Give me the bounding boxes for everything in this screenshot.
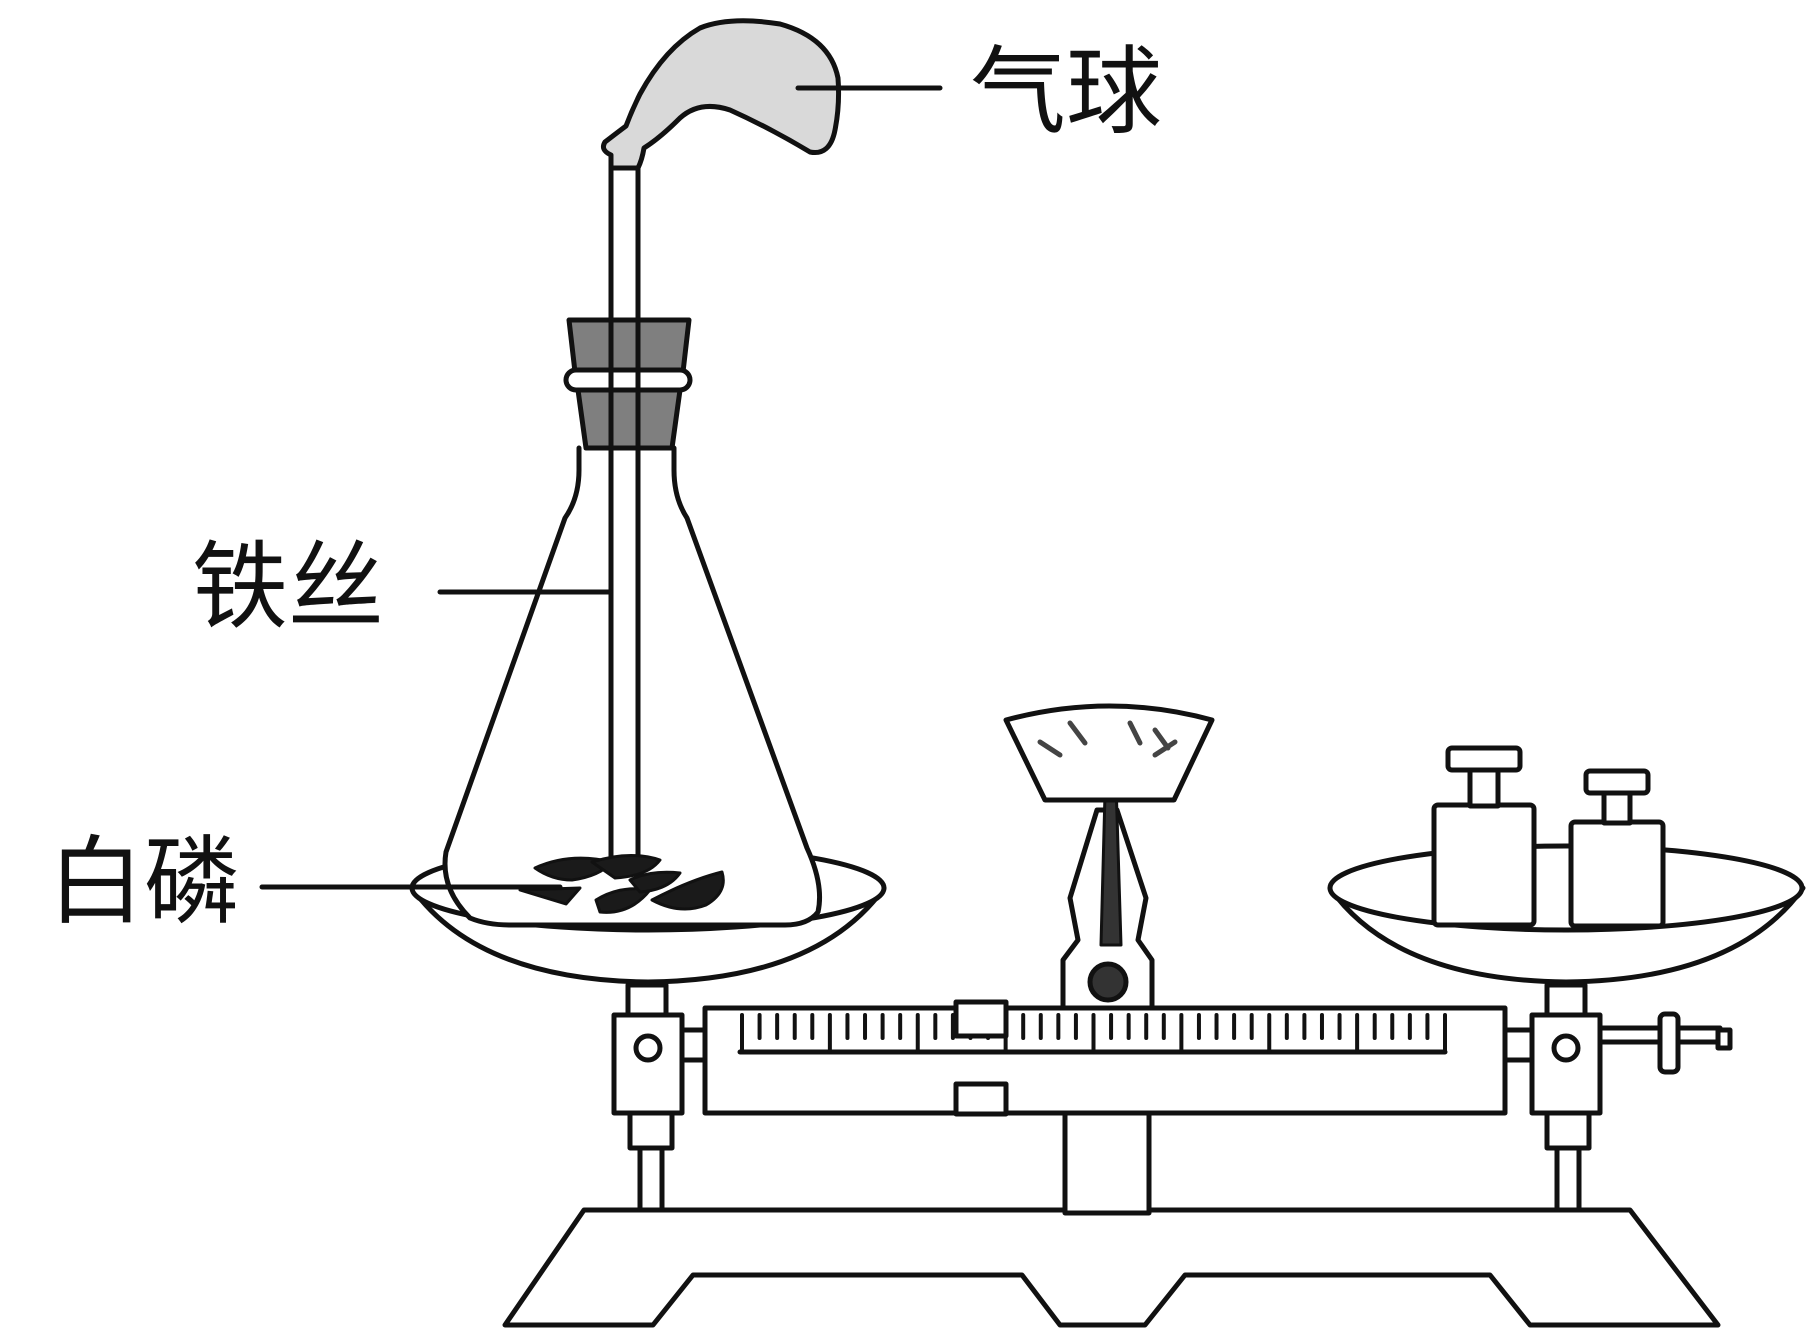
weights-icon [1431, 745, 1666, 929]
beam-counterweight [953, 1081, 1009, 1117]
rider [953, 999, 1009, 1039]
balloon-icon [601, 18, 842, 171]
beam-scale-ticks [740, 1013, 1447, 1054]
iron-wire-label: 铁丝 [192, 531, 384, 643]
adjustment-screw [1597, 1011, 1733, 1075]
white-phosphorus-label: 白磷 [48, 826, 240, 938]
balance-beam [679, 999, 1535, 1117]
right-pan-support [1529, 982, 1603, 1213]
balance-base [502, 1207, 1721, 1328]
white-phosphorus [518, 853, 725, 914]
scale-plate [1003, 703, 1215, 803]
left-pan-support [611, 982, 685, 1213]
balloon-label: 气球 [970, 36, 1162, 148]
conical-flask-icon [442, 162, 823, 928]
rubber-stopper-icon [563, 317, 693, 451]
right-pan [1327, 843, 1806, 985]
balance-column [1062, 1102, 1152, 1216]
balance-pointer [1003, 703, 1215, 1011]
